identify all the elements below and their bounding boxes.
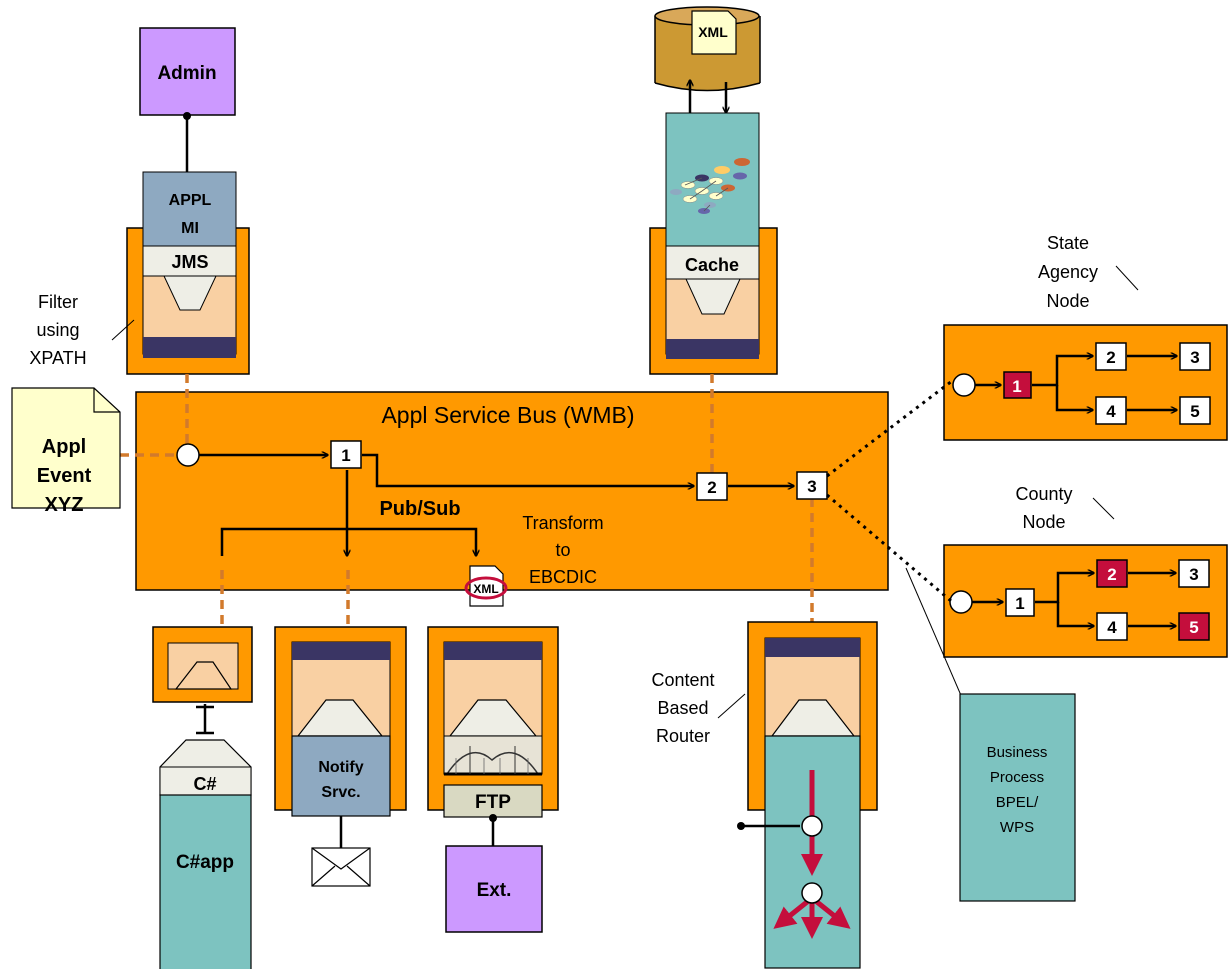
county-caption-line-2: Node <box>1022 512 1065 532</box>
ftp-adapter: FTP <box>428 627 558 846</box>
svg-text:3: 3 <box>1190 348 1199 367</box>
filter-note-line-3: XPATH <box>29 348 86 368</box>
bpel-line-2: Process <box>990 769 1044 786</box>
svg-text:2: 2 <box>1106 348 1115 367</box>
svg-text:1: 1 <box>1012 377 1021 396</box>
filter-note-line-2: using <box>36 320 79 340</box>
svg-text:1: 1 <box>1015 594 1024 613</box>
filter-note-line-1: Filter <box>38 292 78 312</box>
bpel-box: Business Process BPEL/ WPS <box>960 694 1075 901</box>
pubsub-label: Pub/Sub <box>379 498 460 520</box>
notify-adapter: Notify Srvc. <box>275 627 406 886</box>
xml-transform-icon: XML <box>466 566 506 606</box>
svg-text:5: 5 <box>1189 618 1198 637</box>
event-line-1: Appl <box>42 436 86 458</box>
county-caption-line-1: County <box>1015 484 1072 504</box>
cbr-note-line-1: Content <box>651 670 714 690</box>
csharp-app-label: C#app <box>176 852 234 873</box>
ftp-label: FTP <box>475 792 511 813</box>
appl-mi-line-2: MI <box>181 220 199 237</box>
filter-note: Filter using XPATH <box>29 292 134 368</box>
appl-mi-line-1: APPL <box>169 192 212 209</box>
cbr-note-line-3: Router <box>656 726 710 746</box>
bus-step-2: 2 <box>697 473 727 500</box>
svg-text:3: 3 <box>807 477 816 496</box>
csharp-label: C# <box>193 774 216 794</box>
jms-adapter: APPL MI JMS <box>127 172 249 374</box>
csharp-adapter: C# C#app <box>153 627 252 969</box>
transform-line-1: Transform <box>522 513 603 533</box>
ext-box: Ext. <box>446 846 542 932</box>
svg-text:2: 2 <box>1107 565 1116 584</box>
bus-step-3: 3 <box>797 472 827 499</box>
notify-line-1: Notify <box>318 759 363 776</box>
jms-label: JMS <box>171 252 208 272</box>
transform-line-2: to <box>555 540 570 560</box>
appl-event-note: Appl Event XYZ <box>12 388 120 516</box>
state-caption-line-3: Node <box>1046 291 1089 311</box>
bpel-line-1: Business <box>987 744 1048 761</box>
xml-datastore: XML <box>655 7 760 91</box>
notify-line-2: Srvc. <box>321 784 360 801</box>
cbr-note-line-2: Based <box>657 698 708 718</box>
svg-text:4: 4 <box>1107 618 1117 637</box>
admin-label: Admin <box>157 63 216 84</box>
event-line-2: Event <box>37 465 92 487</box>
bus-entry-filter-node <box>177 444 199 466</box>
xml-badge-label: XML <box>473 582 498 596</box>
bpel-line-4: WPS <box>1000 819 1034 836</box>
service-bus: Appl Service Bus (WMB) Pub/Sub Transform… <box>136 392 888 590</box>
bus-title: Appl Service Bus (WMB) <box>381 402 634 428</box>
content-based-router <box>737 622 877 968</box>
bridge-icon <box>444 736 542 774</box>
state-caption-line-1: State <box>1047 233 1089 253</box>
xml-store-label: XML <box>698 24 728 40</box>
admin-box: Admin <box>140 28 235 115</box>
cache-label: Cache <box>685 255 739 275</box>
event-line-3: XYZ <box>45 494 84 516</box>
svg-text:4: 4 <box>1106 402 1116 421</box>
bpel-line-3: BPEL/ <box>996 794 1039 811</box>
svg-text:1: 1 <box>341 446 350 465</box>
svg-text:5: 5 <box>1190 402 1199 421</box>
cache-adapter: Cache <box>650 113 777 374</box>
svg-text:2: 2 <box>707 478 716 497</box>
state-agency-node: State Agency Node 1 2 3 4 5 <box>944 233 1227 440</box>
svg-text:3: 3 <box>1189 565 1198 584</box>
county-node: County Node 1 2 3 4 5 <box>944 484 1227 657</box>
admin-connector-dot <box>183 112 191 120</box>
cbr-note: Content Based Router <box>651 670 745 746</box>
transform-line-3: EBCDIC <box>529 567 597 587</box>
state-caption-line-2: Agency <box>1038 262 1098 282</box>
ext-label: Ext. <box>477 880 512 901</box>
bus-step-1: 1 <box>331 441 361 468</box>
